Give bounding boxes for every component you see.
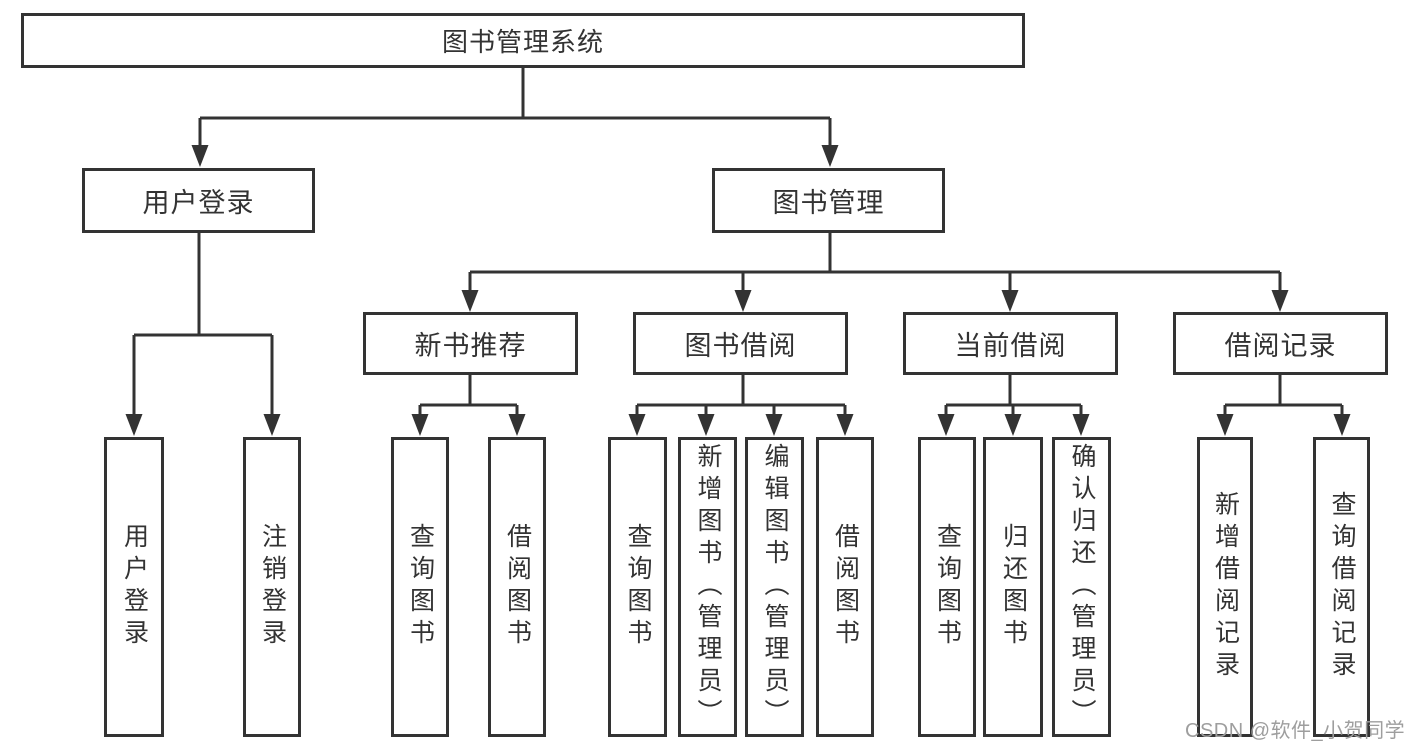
- arrowhead: [1004, 414, 1022, 436]
- connector-book-borrow-split: [635, 375, 847, 418]
- node-borrow-records: 借阅记录: [1173, 312, 1388, 375]
- leaf-confirm-return-admin: 确认归还（管理员）: [1052, 437, 1111, 737]
- connector-root-split: [198, 68, 832, 150]
- leaf-borrow-books-recommend: 借阅图书: [488, 437, 546, 737]
- arrowhead: [411, 414, 429, 436]
- node-current-borrow: 当前借阅: [903, 312, 1118, 375]
- leaf-query-books-borrow: 查询图书: [608, 437, 667, 737]
- leaf-user-login: 用户登录: [104, 437, 164, 737]
- arrowhead: [1271, 290, 1289, 312]
- leaf-add-borrow-record: 新增借阅记录: [1197, 437, 1253, 737]
- connector-new-book-split: [418, 375, 519, 418]
- leaf-return-book: 归还图书: [983, 437, 1043, 737]
- leaf-query-borrow-record: 查询借阅记录: [1313, 437, 1370, 737]
- node-book-management: 图书管理: [712, 168, 945, 233]
- arrowhead: [1216, 414, 1234, 436]
- arrowhead: [125, 414, 143, 436]
- arrowhead: [697, 414, 715, 436]
- arrowhead: [461, 290, 479, 312]
- connector-user-login-split: [132, 233, 274, 418]
- arrowhead: [937, 414, 955, 436]
- node-new-book-recommend: 新书推荐: [363, 312, 578, 375]
- leaf-query-books-current: 查询图书: [918, 437, 976, 737]
- arrowhead: [508, 414, 526, 436]
- connector-book-management-split: [468, 233, 1282, 294]
- leaf-logout: 注销登录: [243, 437, 301, 737]
- arrowhead: [263, 414, 281, 436]
- connector-current-borrow-split: [944, 375, 1083, 418]
- arrowhead: [836, 414, 854, 436]
- arrowhead: [628, 414, 646, 436]
- arrowhead: [765, 414, 783, 436]
- leaf-edit-book-admin: 编辑图书（管理员）: [745, 437, 804, 737]
- connector-borrow-records-split: [1223, 375, 1344, 418]
- leaf-query-books-recommend: 查询图书: [391, 437, 449, 737]
- arrowhead: [1333, 414, 1351, 436]
- node-library-management-system: 图书管理系统: [21, 13, 1025, 68]
- arrowhead: [734, 290, 752, 312]
- arrowhead: [1072, 414, 1090, 436]
- arrowhead: [191, 145, 209, 167]
- arrowhead: [1001, 290, 1019, 312]
- leaf-borrow-books: 借阅图书: [816, 437, 874, 737]
- arrowheads: [125, 145, 1351, 436]
- node-user-login: 用户登录: [82, 168, 315, 233]
- arrowhead: [821, 145, 839, 167]
- leaf-add-book-admin: 新增图书（管理员）: [678, 437, 737, 737]
- connector-paths: [132, 68, 1344, 418]
- node-book-borrow: 图书借阅: [633, 312, 848, 375]
- csdn-watermark: CSDN @软件_小贺同学: [1185, 720, 1405, 742]
